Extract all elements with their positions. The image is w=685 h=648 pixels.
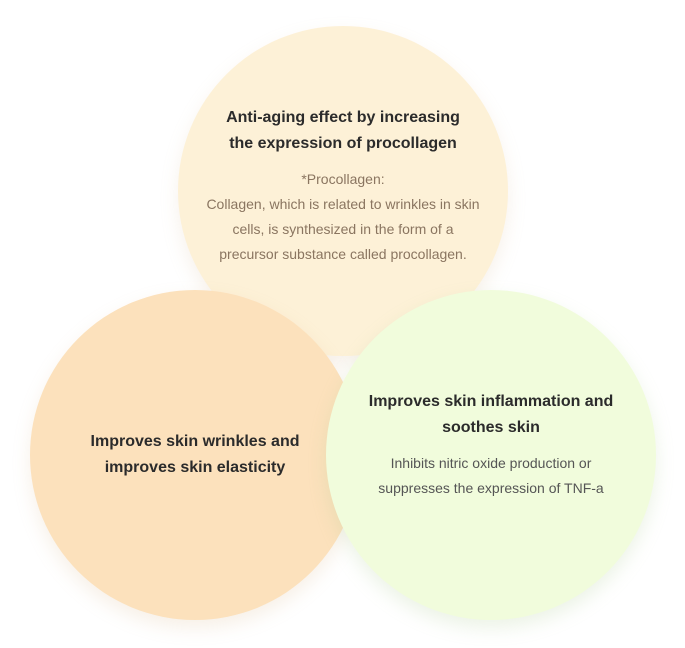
inflammation-desc-line1: Inhibits nitric oxide production or	[390, 455, 592, 471]
procollagen-desc-line2: Collagen, which is related to wrinkles i…	[206, 196, 480, 212]
procollagen-desc-line3: cells, is synthesized in the form of a	[232, 221, 454, 237]
procollagen-title-line1: Anti-aging effect by increasing	[226, 109, 460, 126]
inflammation-title: Improves skin inflammation and soothes s…	[369, 389, 614, 441]
inflammation-title-line2: soothes skin	[442, 419, 540, 436]
wrinkles-title-line2: improves skin elasticity	[104, 459, 286, 476]
wrinkles-circle: Improves skin wrinkles and improves skin…	[30, 290, 360, 620]
wrinkles-title-line1: Improves skin wrinkles and	[90, 433, 300, 450]
procollagen-desc-line1: *Procollagen:	[301, 171, 385, 187]
procollagen-title: Anti-aging effect by increasing the expr…	[226, 105, 460, 157]
procollagen-title-line2: the expression of procollagen	[229, 135, 457, 152]
inflammation-desc-line2: suppresses the expression of TNF-a	[378, 480, 604, 496]
wrinkles-title: Improves skin wrinkles and improves skin…	[91, 429, 300, 481]
procollagen-description: *Procollagen: Collagen, which is related…	[206, 167, 479, 267]
inflammation-title-line1: Improves skin inflammation and	[368, 393, 614, 410]
inflammation-description: Inhibits nitric oxide production or supp…	[378, 451, 603, 501]
procollagen-desc-line4: precursor substance called procollagen.	[219, 246, 467, 262]
inflammation-circle: Improves skin inflammation and soothes s…	[326, 290, 656, 620]
